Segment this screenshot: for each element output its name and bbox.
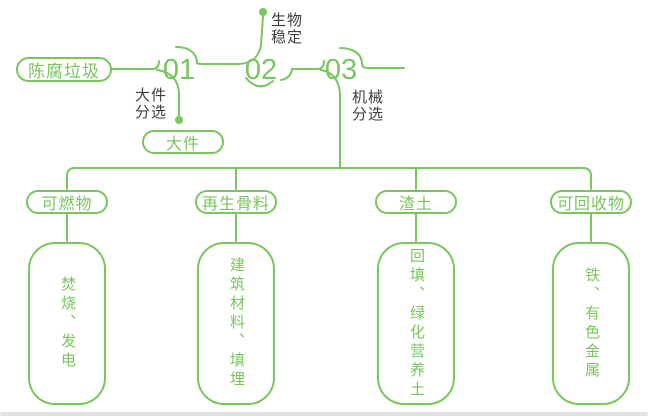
step-label-bulk-sorting: 大件 分选 bbox=[135, 87, 168, 121]
bulk-output-label: 大件 bbox=[165, 136, 200, 153]
flow-swash-under-02 bbox=[245, 77, 274, 88]
category-label: 渣土 bbox=[398, 196, 433, 213]
category-node-recyclable: 可回收物 bbox=[550, 190, 632, 214]
detail-box-slag-soil: 回填、绿化营养土 bbox=[377, 242, 455, 405]
category-label: 再生骨料 bbox=[201, 196, 270, 213]
detail-box-recycled-aggregate: 建筑材料、填埋 bbox=[197, 242, 275, 405]
category-node-slag-soil: 渣土 bbox=[375, 190, 457, 214]
bio-stable-dot bbox=[259, 8, 267, 16]
flow-line-02-to-03 bbox=[280, 60, 325, 81]
category-node-recycled-aggregate: 再生骨料 bbox=[195, 190, 277, 214]
branch-drop-01 bbox=[156, 69, 180, 117]
category-label: 可燃物 bbox=[41, 196, 93, 213]
detail-text: 回填、绿化营养土 bbox=[408, 247, 425, 400]
category-node-combustible: 可燃物 bbox=[26, 190, 108, 214]
source-node-aged-waste: 陈腐垃圾 bbox=[16, 57, 112, 82]
detail-box-recyclable: 铁、有色金属 bbox=[552, 242, 630, 405]
bulk-output-node: 大件 bbox=[142, 130, 224, 154]
flow-line-01-to-02 bbox=[175, 15, 264, 65]
step-number-01: 01 bbox=[162, 54, 196, 86]
detail-text: 建筑材料、填埋 bbox=[228, 257, 245, 390]
flow-line-source-to-01 bbox=[111, 60, 160, 70]
step-number-03: 03 bbox=[324, 54, 358, 86]
bottom-divider bbox=[0, 412, 648, 416]
flow-line-03-tail bbox=[339, 47, 405, 69]
detail-box-combustible: 焚烧、发电 bbox=[28, 242, 106, 405]
distribution-line bbox=[66, 167, 592, 190]
branch-drop-03 bbox=[320, 69, 341, 169]
step-number-02: 02 bbox=[244, 54, 278, 86]
bulk-branch-dot bbox=[175, 116, 183, 124]
detail-text: 焚烧、发电 bbox=[59, 276, 76, 371]
step-label-mechanical-sorting: 机械 分选 bbox=[352, 89, 385, 123]
source-node-label: 陈腐垃圾 bbox=[28, 62, 100, 81]
category-label: 可回收物 bbox=[556, 196, 625, 213]
step-label-bio-stabilization: 生物 稳定 bbox=[271, 12, 304, 46]
detail-text: 铁、有色金属 bbox=[583, 266, 600, 381]
